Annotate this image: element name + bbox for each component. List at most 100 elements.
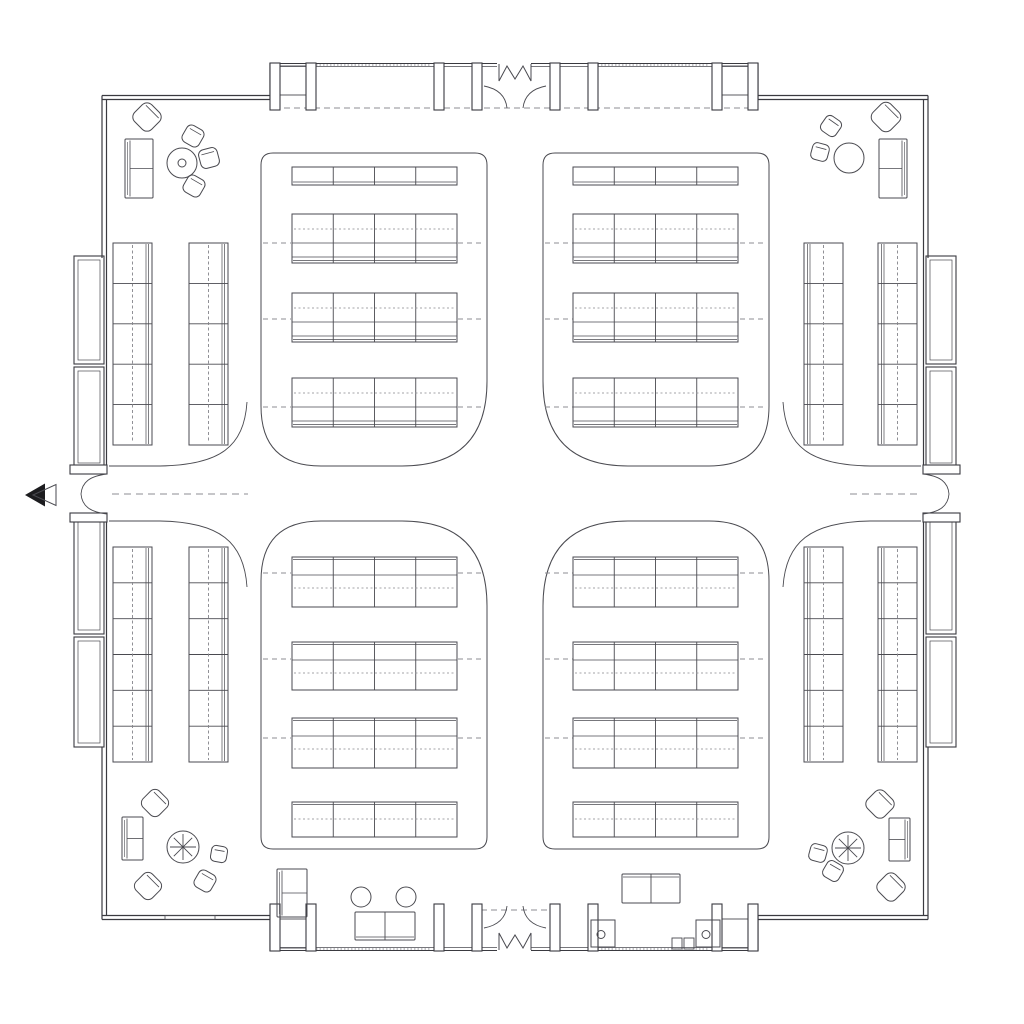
bookshelf-column: [112, 546, 153, 763]
corridor-flare-left-top: [109, 401, 248, 467]
lounge-chair: [182, 174, 206, 198]
window-bay-right-4-inner: [929, 640, 953, 744]
study-zone-boundary-bottom-left: [260, 520, 488, 850]
lounge-chair: [140, 788, 170, 818]
top-bay-pillar: [471, 62, 483, 111]
small-equipment-box: [683, 937, 695, 950]
bottom-bay-pillar: [587, 903, 599, 952]
shelf-outline: [188, 242, 229, 446]
top-bay-pillar: [587, 62, 599, 111]
window-bay-left-2: [73, 366, 105, 468]
chair-seat: [133, 871, 163, 901]
window-bay-right-4: [925, 636, 957, 748]
bookshelf-column: [877, 546, 918, 763]
window-bay-left-1: [73, 255, 105, 365]
window-bay-right-3-inner: [929, 519, 953, 631]
service-desk: [621, 873, 681, 904]
chair-seat: [822, 860, 844, 882]
chair-seat: [193, 869, 217, 893]
reading-table-row: [291, 801, 458, 838]
shelf-outline: [803, 242, 844, 446]
lounge-chair: [181, 124, 205, 148]
window-bay-right-3: [925, 515, 957, 635]
study-zone-boundary-top-left: [260, 152, 488, 467]
corridor-flare-right-bottom: [782, 520, 921, 588]
study-zone-boundary-top-right: [542, 152, 770, 467]
wall-window-segment: [164, 915, 216, 920]
bottom-bay-pillar: [305, 903, 317, 952]
bench-seat: [354, 911, 416, 941]
chair-seat: [810, 142, 830, 162]
lounge-round-table: [833, 142, 865, 174]
lounge-chair: [870, 101, 902, 133]
section-marker-arrow-outline: [31, 483, 57, 507]
floorbox-outlet: [596, 930, 606, 939]
reading-table-row: [291, 556, 458, 608]
lounge-chair: [819, 114, 843, 138]
reading-table-row: [572, 213, 739, 264]
lounge-chair: [876, 872, 906, 902]
top-bay-pillar: [305, 62, 317, 111]
floorbox-outline: [590, 919, 616, 948]
bottom-door-leaves: [498, 932, 532, 950]
lounge-chair: [193, 869, 217, 893]
reading-table-row: [291, 641, 458, 691]
top-bay-pillar: [549, 62, 561, 111]
table-top: [166, 830, 200, 864]
bottom-bay-pillar: [711, 903, 723, 952]
corridor-flare-right-top: [782, 401, 921, 467]
corridor-mouth-curve-left-bottom: [80, 493, 108, 515]
chair-seat: [876, 872, 906, 902]
chair-seat: [808, 843, 828, 863]
chair-seat: [865, 789, 895, 819]
floorbox-outline: [695, 919, 721, 948]
reading-table-row: [572, 801, 739, 838]
lounge-chair: [198, 147, 220, 169]
corridor-pier-cap: [922, 512, 961, 523]
chair-seat: [870, 101, 902, 133]
bookshelf-column: [803, 242, 844, 446]
lounge-chair: [810, 142, 830, 162]
reading-table-row: [572, 292, 739, 343]
window-bay-left-4-inner: [77, 640, 101, 744]
window-bay-left-4: [73, 636, 105, 748]
bookshelf-column: [188, 546, 229, 763]
chair-seat: [209, 844, 229, 864]
lounge-round-table: [166, 147, 198, 179]
table-base: [177, 158, 187, 168]
reading-table-row: [291, 717, 458, 769]
floor-service-box: [590, 919, 616, 948]
table-top: [831, 831, 865, 865]
corridor-pier-cap: [69, 464, 108, 475]
corridor-mouth-curve-right-top: [922, 473, 950, 495]
reading-table-row: [291, 166, 458, 186]
floor-service-box: [695, 919, 721, 948]
window-bay-right-1: [925, 255, 957, 365]
chair-seat: [140, 788, 170, 818]
reading-table-row: [291, 292, 458, 343]
lounge-chair: [132, 102, 162, 132]
bottom-bay-pillar: [471, 903, 483, 952]
reading-table-row: [572, 166, 739, 186]
top-door-leaves: [498, 64, 532, 82]
lounge-sofa: [878, 138, 908, 199]
reading-table-row: [572, 377, 739, 428]
small-equipment-box: [671, 937, 683, 950]
lounge-chair: [808, 843, 828, 863]
top-bay-pillar: [711, 62, 723, 111]
table-top: [166, 147, 198, 179]
shelf-outline: [112, 242, 153, 446]
top-bay-pillar: [269, 62, 281, 111]
reading-table-row: [291, 377, 458, 428]
bookshelf-column: [188, 242, 229, 446]
top-bay-pillar: [747, 62, 759, 111]
corridor-pier-cap: [922, 464, 961, 475]
top-door-swing-right: [522, 85, 547, 109]
bottom-door-swing-left: [483, 905, 508, 929]
table-top: [833, 142, 865, 174]
storage-cabinet: [276, 868, 308, 918]
reading-table-row: [572, 641, 739, 691]
shelf-outline: [877, 242, 918, 446]
